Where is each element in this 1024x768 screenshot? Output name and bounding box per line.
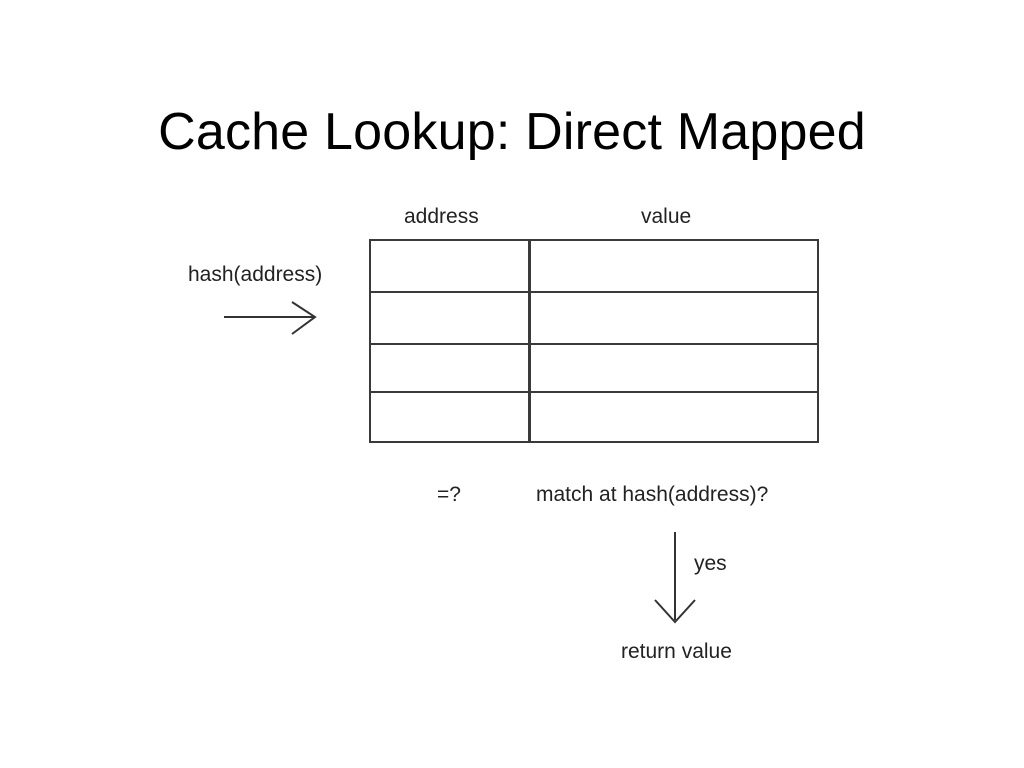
compare-label: =? [437,483,461,506]
value-column-header: value [641,205,692,228]
cache-row [371,343,817,391]
match-question-label: match at hash(address)? [536,483,769,506]
cache-row [371,241,817,291]
slide-title: Cache Lookup: Direct Mapped [158,102,866,161]
hash-address-label: hash(address) [188,263,323,286]
cache-row [371,391,817,441]
address-column-header: address [404,205,479,228]
cache-table [369,239,819,443]
cache-row [371,291,817,343]
down-arrow-icon [654,532,696,624]
right-arrow-icon [224,301,317,335]
return-value-label: return value [621,640,732,663]
column-divider [528,241,531,441]
yes-label: yes [694,552,727,575]
